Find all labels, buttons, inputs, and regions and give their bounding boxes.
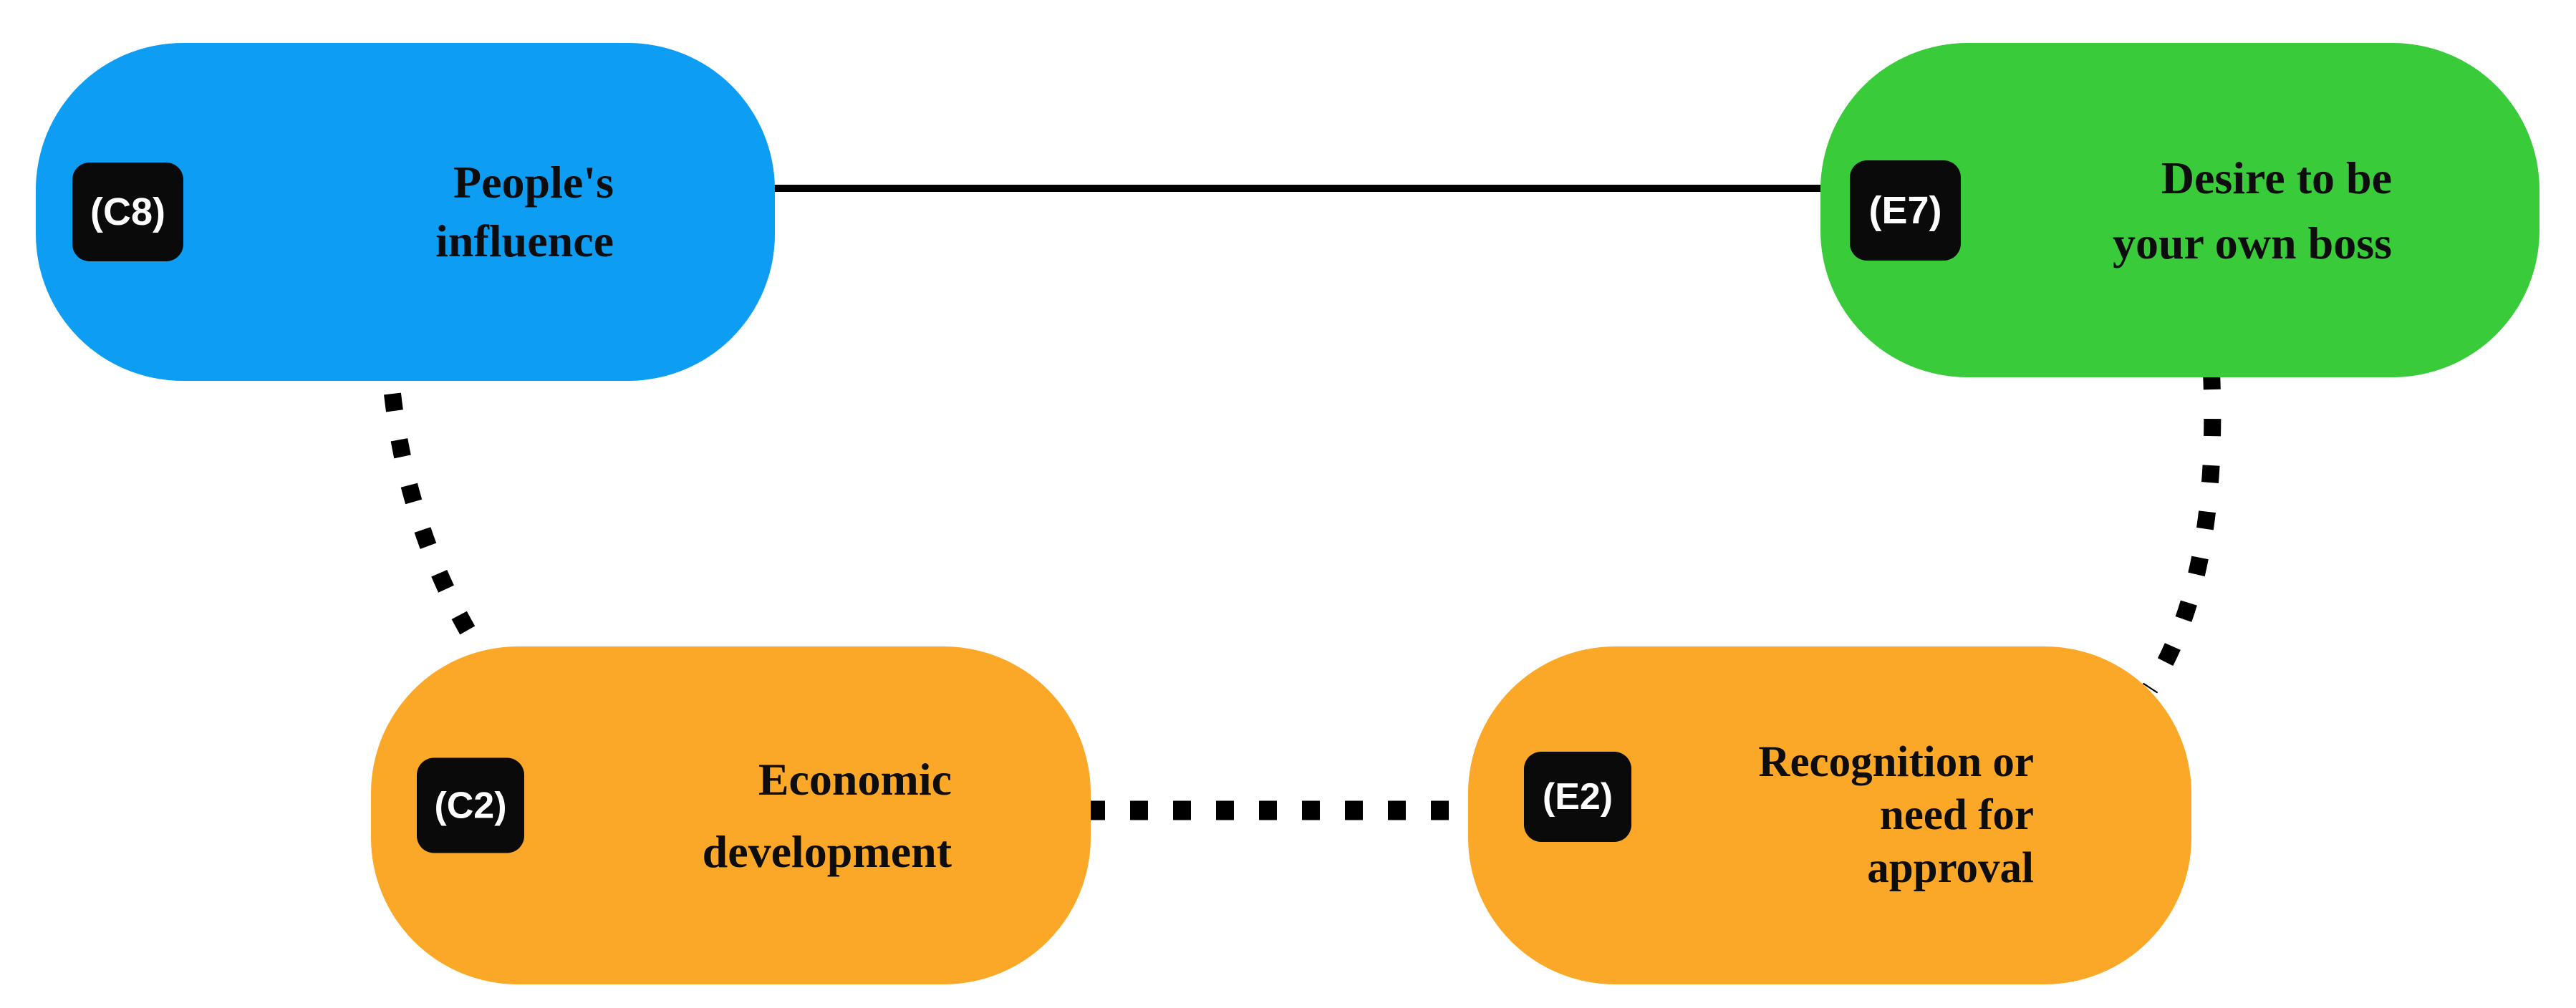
node-e7-desire-own-boss: (E7) Desire to be your own boss — [1820, 43, 2539, 377]
node-e7-label: Desire to be your own boss — [2112, 152, 2392, 268]
node-e2-recognition-approval: (E2) Recognition or need for approval — [1468, 646, 2191, 984]
node-e2-code-badge: (E2) — [1524, 752, 1631, 842]
node-c8-code-badge: (C8) — [72, 163, 183, 261]
node-c2-code-badge: (C2) — [417, 757, 524, 853]
edge-c8-c2-dotted — [384, 392, 504, 682]
node-c2-economic-development: (C2) Economic development — [371, 646, 1091, 984]
node-c8-peoples-influence: (C8) People's influence — [36, 43, 775, 381]
edge-e7-e2-dotted — [2142, 372, 2222, 694]
node-c8-label: People's influence — [435, 157, 614, 266]
node-c2-label: Economic development — [702, 754, 952, 877]
node-e2-label: Recognition or need for approval — [1758, 738, 2034, 892]
node-e7-code-badge: (E7) — [1850, 160, 1961, 261]
